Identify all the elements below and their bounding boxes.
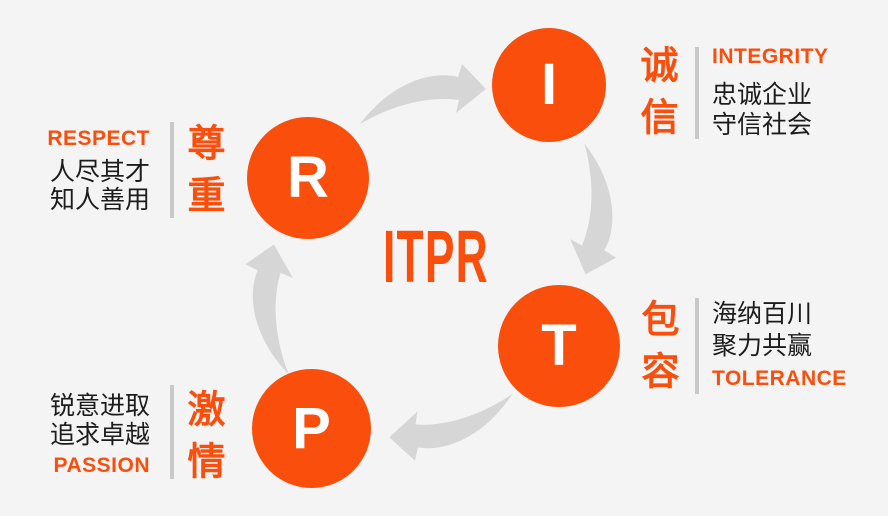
integrity-divider xyxy=(695,47,699,139)
integrity-desc-line: 守信社会 xyxy=(712,111,813,139)
tolerance-text-block: 海纳百川 聚力共赢 TOLERANCE xyxy=(712,298,847,390)
diagram-title: ITPR xyxy=(383,215,489,298)
integrity-desc-line: 忠诚企业 xyxy=(712,81,813,109)
tolerance-desc-line: 聚力共赢 xyxy=(712,332,813,360)
passion-desc-line: 追求卓越 xyxy=(49,421,150,449)
node-letter-integrity: I xyxy=(540,52,558,117)
tolerance-divider xyxy=(695,298,699,394)
respect-zh-vertical-label: 尊重 xyxy=(181,123,223,227)
passion-text-block: 锐意进取 追求卓越 PASSION xyxy=(40,392,150,477)
tolerance-zh-vertical-label: 包容 xyxy=(635,299,677,403)
cycle-arrow-left-icon xyxy=(245,244,293,375)
passion-desc-line: 锐意进取 xyxy=(49,392,150,420)
tolerance-en-label: TOLERANCE xyxy=(712,367,847,390)
passion-divider xyxy=(170,385,174,479)
integrity-zh-vertical-label: 诚信 xyxy=(634,45,676,149)
cycle-arrow-bottom-icon xyxy=(389,393,513,461)
respect-text-block: RESPECT 人尽其才 知人善用 xyxy=(46,127,150,215)
node-circle-integrity: I xyxy=(492,28,606,142)
node-letter-passion: P xyxy=(292,395,331,461)
respect-en-label: RESPECT xyxy=(47,127,150,150)
tolerance-desc-line: 海纳百川 xyxy=(712,300,813,328)
node-circle-tolerance: T xyxy=(498,285,620,407)
passion-en-label: PASSION xyxy=(53,454,150,477)
node-letter-respect: R xyxy=(287,145,329,210)
cycle-arrow-right-icon xyxy=(570,143,616,275)
node-circle-passion: P xyxy=(252,369,371,488)
respect-divider xyxy=(170,122,174,218)
respect-desc-line: 人尽其才 xyxy=(49,158,150,186)
respect-desc-line: 知人善用 xyxy=(49,186,150,214)
cycle-arrow-top-icon xyxy=(360,64,486,124)
integrity-en-label: INTEGRITY xyxy=(712,45,829,68)
passion-zh-vertical-label: 激情 xyxy=(181,389,223,493)
node-letter-tolerance: T xyxy=(541,313,577,378)
integrity-text-block: INTEGRITY 忠诚企业 守信社会 xyxy=(712,46,829,140)
node-circle-respect: R xyxy=(247,117,369,239)
